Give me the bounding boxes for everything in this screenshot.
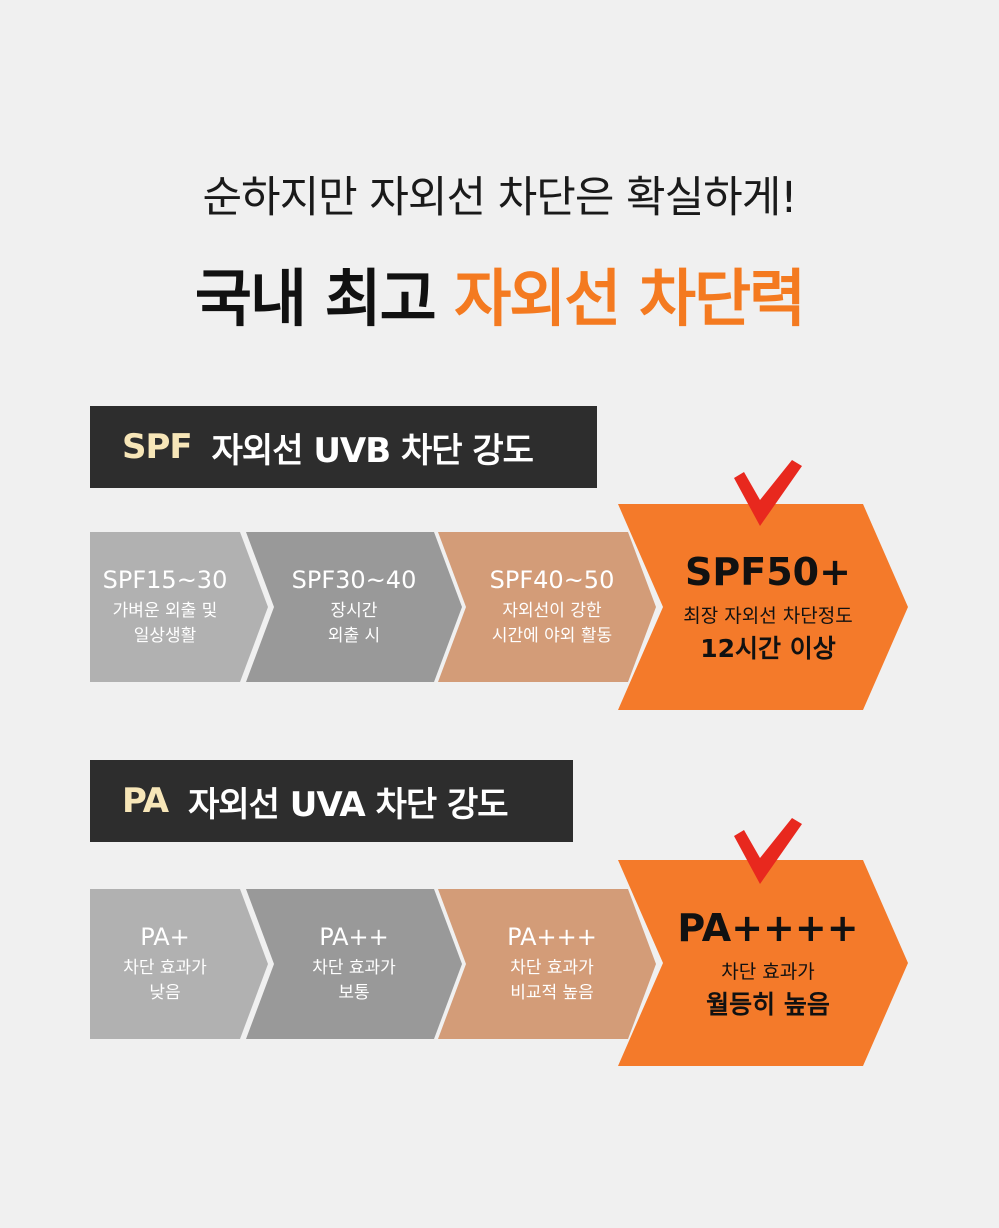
spf-step-3-desc-line1: 자외선이 강한 — [502, 601, 602, 621]
heading-title-accent: 자외선 차단력 — [454, 262, 806, 335]
pa-step-2: PA++ 차단 효과가 보통 — [246, 889, 462, 1039]
pa-step-4: PA++++ 차단 효과가 월등히 높음 — [618, 860, 908, 1066]
pa-step-1-code: PA+ — [140, 923, 190, 951]
pa-step-1-desc-line1: 차단 효과가 — [123, 958, 207, 978]
pa-step-4-code: PA++++ — [677, 906, 859, 950]
spf-step-1-code: SPF15~30 — [102, 566, 228, 594]
pa-step-2-desc-line2: 보통 — [338, 983, 370, 1003]
spf-step-2: SPF30~40 장시간 외출 시 — [246, 532, 462, 682]
pa-step-4-desc: 차단 효과가 — [721, 961, 815, 983]
pa-step-1: PA+ 차단 효과가 낮음 — [90, 889, 268, 1039]
spf-step-3-desc-line2: 시간에 야외 활동 — [491, 626, 613, 646]
spf-label: 자외선 UVB 차단 강도 — [211, 430, 534, 471]
pa-step-2-code: PA++ — [319, 923, 389, 951]
spf-step-1-desc-line1: 가벼운 외출 및 — [112, 601, 218, 621]
spf-step-1-desc-line2: 일상생활 — [133, 626, 197, 646]
pa-tag: PA — [122, 781, 169, 821]
pa-step-3-desc: 차단 효과가 비교적 높음 — [510, 956, 594, 1006]
spf-step-3-code: SPF40~50 — [489, 566, 615, 594]
spf-step-3-desc: 자외선이 강한 시간에 야외 활동 — [492, 599, 612, 649]
pa-step-4-desc-strong: 월등히 높음 — [706, 990, 830, 1019]
pa-step-3: PA+++ 차단 효과가 비교적 높음 — [438, 889, 656, 1039]
spf-section-bar: SPF 자외선 UVB 차단 강도 — [90, 406, 597, 488]
spf-tag: SPF — [122, 427, 193, 467]
heading-title-prefix: 국내 최고 — [194, 262, 437, 335]
spf-step-4-desc-strong: 12시간 이상 — [700, 634, 836, 663]
heading-subtitle: 순하지만 자외선 차단은 확실하게! — [202, 173, 797, 223]
pa-step-2-desc-line1: 차단 효과가 — [312, 958, 396, 978]
pa-step-2-desc: 차단 효과가 보통 — [312, 956, 396, 1006]
spf-step-2-code: SPF30~40 — [291, 566, 417, 594]
heading-title: 국내 최고 자외선 차단력 — [0, 248, 999, 338]
pa-label: 자외선 UVA 차단 강도 — [188, 784, 508, 825]
pa-section-bar: PA 자외선 UVA 차단 강도 — [90, 760, 573, 842]
spf-step-1-desc: 가벼운 외출 및 일상생활 — [113, 599, 218, 649]
pa-step-3-code: PA+++ — [507, 923, 597, 951]
pa-step-3-desc-line2: 비교적 높음 — [510, 983, 594, 1003]
spf-step-4-code: SPF50+ — [685, 550, 851, 594]
spf-step-2-desc-line2: 외출 시 — [327, 626, 381, 646]
spf-step-2-desc: 장시간 외출 시 — [328, 599, 380, 649]
pa-step-1-desc: 차단 효과가 낮음 — [123, 956, 207, 1006]
checkmark-icon — [734, 818, 802, 884]
spf-step-2-desc-line1: 장시간 — [330, 601, 378, 621]
spf-step-3: SPF40~50 자외선이 강한 시간에 야외 활동 — [438, 532, 656, 682]
checkmark-icon — [734, 460, 802, 526]
pa-step-3-desc-line1: 차단 효과가 — [510, 958, 594, 978]
spf-step-4-desc: 최장 자외선 차단정도 — [683, 605, 853, 627]
pa-step-1-desc-line2: 낮음 — [149, 983, 181, 1003]
spf-step-1: SPF15~30 가벼운 외출 및 일상생활 — [90, 532, 268, 682]
spf-step-4: SPF50+ 최장 자외선 차단정도 12시간 이상 — [618, 504, 908, 710]
